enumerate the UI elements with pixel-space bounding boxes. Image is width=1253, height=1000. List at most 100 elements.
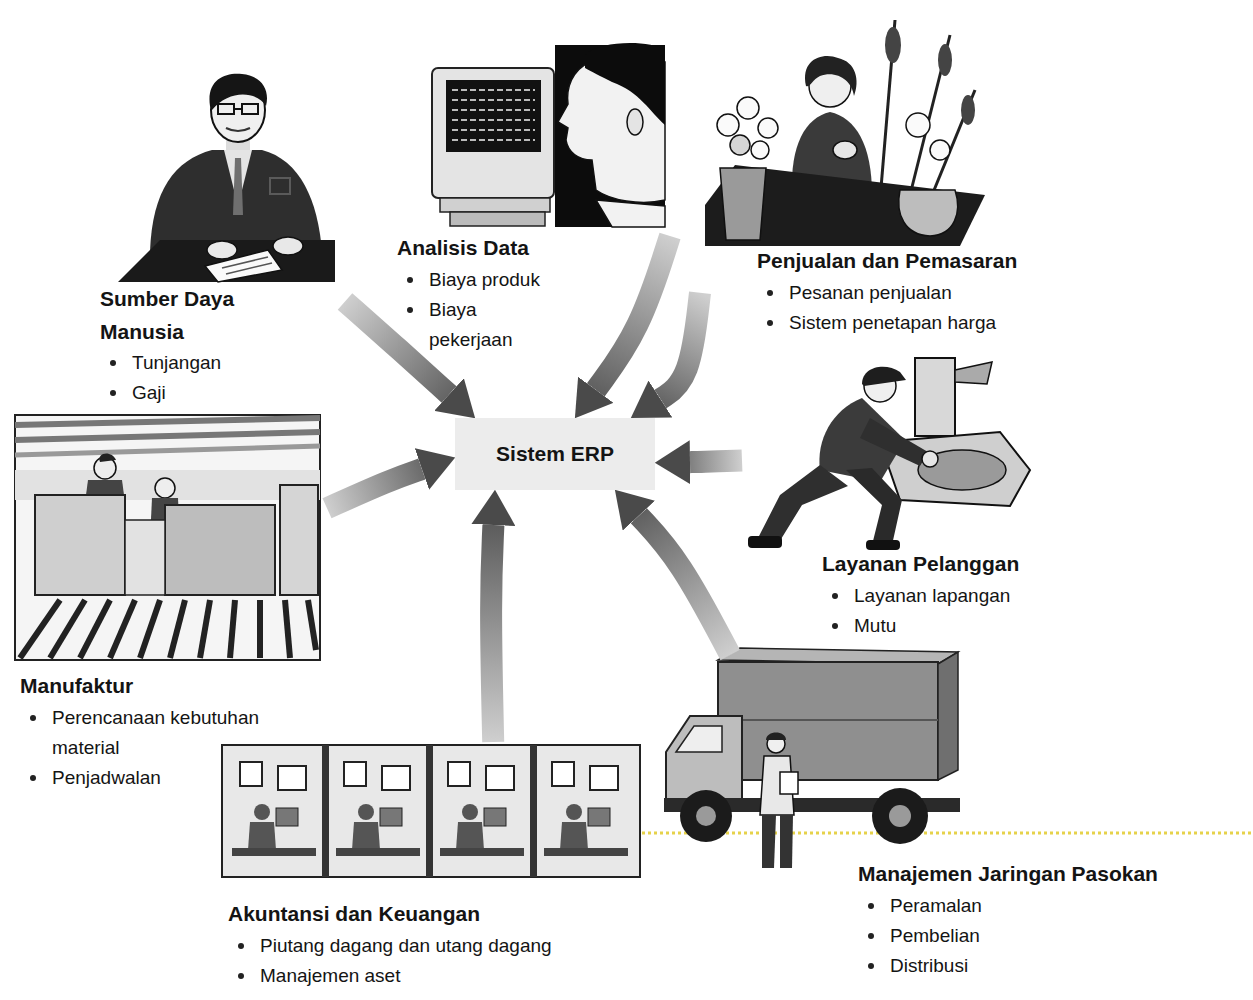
- accounting-illustration-part: [530, 745, 537, 877]
- sales-illustration-part: [930, 90, 975, 200]
- data-illustration: [432, 43, 665, 227]
- label-block: Layanan PelangganLayanan lapanganMutu: [822, 548, 1062, 641]
- flow-arrow: [660, 293, 700, 399]
- accounting-illustration-part-part: [484, 808, 506, 826]
- data-illustration-part: [585, 43, 665, 125]
- module-item: Pembelian: [890, 921, 1228, 951]
- manufacturing-illustration-part: [99, 453, 116, 462]
- accounting-illustration-part-part: [380, 808, 402, 826]
- hr-illustration-part: [218, 104, 234, 114]
- accounting-illustration-part: [336, 762, 420, 856]
- accounting-illustration-part-part: [278, 766, 306, 790]
- sales-illustration-part: [805, 56, 857, 96]
- sales-illustration-part: [720, 168, 766, 240]
- accounting-illustration-part-part: [382, 766, 410, 790]
- bullet-row: Peramalan: [858, 891, 1228, 921]
- flow-arrow: [596, 236, 670, 390]
- accounting-illustration: [222, 745, 640, 877]
- data-illustration-part: [452, 119, 535, 121]
- data-illustration-part: [452, 109, 535, 111]
- service-illustration-part: [922, 451, 938, 467]
- accounting-illustration-part: [222, 745, 640, 877]
- data-illustration-part: [446, 80, 541, 152]
- manufacturing-illustration-part: [285, 600, 290, 658]
- manufacturing-illustration-part: [35, 495, 125, 595]
- module-heading: Manajemen Jaringan Pasokan: [858, 858, 1228, 891]
- label-block: Akuntansi dan KeuanganPiutang dagang dan…: [228, 898, 628, 991]
- hr-illustration-part: [226, 128, 250, 131]
- manufacturing-illustration-part: [15, 446, 320, 455]
- accounting-illustration-part-part: [352, 822, 380, 850]
- supply-illustration: [664, 648, 960, 868]
- hr-illustration-part: [233, 158, 243, 215]
- module-group: Penjualan dan PemasaranPesanan penjualan…: [700, 8, 1101, 343]
- manufacturing-illustration-part: [280, 485, 318, 595]
- data-illustration-part: [452, 89, 535, 91]
- data-illustration-part: [596, 200, 665, 227]
- module-heading: Penjualan dan Pemasaran: [757, 245, 1097, 278]
- bullet-dot: [30, 715, 36, 721]
- accounting-illustration-part-part: [486, 766, 514, 790]
- accounting-illustration-part-part: [344, 762, 366, 786]
- manufacturing-illustration-part: [140, 600, 160, 658]
- accounting-illustration-part-part: [440, 848, 524, 856]
- module-item: Piutang dagang dan utang dagang: [260, 931, 628, 961]
- manufacturing-illustration-part: [155, 478, 175, 498]
- sales-illustration: [705, 20, 985, 246]
- accounting-illustration-part-part: [544, 848, 628, 856]
- supply-illustration-part: [872, 788, 928, 844]
- hr-illustration-part: [234, 108, 242, 110]
- bullet-dot: [832, 623, 838, 629]
- label-block: Penjualan dan PemasaranPesanan penjualan…: [757, 245, 1097, 338]
- bullet-row: Penjadwalan: [20, 763, 310, 793]
- module-heading: Layanan Pelanggan: [822, 548, 1062, 581]
- sales-illustration-part: [899, 190, 958, 236]
- module-heading: Sumber Daya Manusia: [100, 283, 290, 348]
- flow-arrow: [690, 460, 742, 462]
- module-item: Distribusi: [890, 951, 1228, 981]
- service-illustration-part: [846, 468, 902, 545]
- hr-illustration-part: [150, 150, 322, 252]
- flow-arrow: [491, 525, 493, 742]
- accounting-illustration-part-part: [448, 762, 470, 786]
- flow-arrow: [639, 516, 730, 655]
- bullet-row: Gaji: [100, 378, 290, 408]
- accounting-illustration-part-part: [560, 822, 588, 850]
- module-heading: Akuntansi dan Keuangan: [228, 898, 628, 931]
- bullet-row: Biaya produk: [397, 265, 557, 295]
- bullet-row: Piutang dagang dan utang dagang: [228, 931, 628, 961]
- hr-illustration-part: [273, 237, 303, 255]
- sales-illustration-part: [717, 114, 739, 136]
- label-block: Analisis DataBiaya produkBiaya pekerjaan: [397, 232, 557, 355]
- sales-illustration-part: [751, 141, 769, 159]
- module-item: Penjadwalan: [52, 763, 310, 793]
- service-illustration-part: [862, 367, 906, 386]
- service-illustration-part: [758, 465, 848, 544]
- core-label: Sistem ERP: [472, 436, 638, 471]
- data-illustration-part: [452, 139, 535, 141]
- bullet-dot: [407, 307, 413, 313]
- module-heading: Manufaktur: [20, 670, 310, 703]
- module-group: ManufakturPerencanaan kebutuhan material…: [12, 412, 327, 797]
- accounting-illustration-part: [440, 762, 524, 856]
- accounting-illustration-part: [544, 762, 628, 856]
- bullet-dot: [30, 775, 36, 781]
- sales-illustration-part: [938, 44, 952, 76]
- manufacturing-illustration-part: [170, 600, 185, 658]
- sales-illustration-part: [930, 140, 950, 160]
- accounting-illustration-part-part: [588, 808, 610, 826]
- service-illustration: [748, 358, 1030, 550]
- manufacturing-illustration-part: [50, 600, 85, 658]
- sales-illustration-part: [906, 113, 930, 137]
- module-item: Mutu: [854, 611, 1062, 641]
- accounting-illustration-part: [232, 762, 316, 856]
- erp-core-box: Sistem ERP: [455, 418, 655, 490]
- label-block: Manajemen Jaringan PasokanPeramalanPembe…: [858, 858, 1228, 981]
- module-item: Layanan lapangan: [854, 581, 1062, 611]
- module-item: Tunjangan: [132, 348, 290, 378]
- manufacturing-illustration: [15, 415, 320, 660]
- accounting-illustration-part: [426, 745, 433, 877]
- bullet-row: Biaya pekerjaan: [397, 295, 557, 355]
